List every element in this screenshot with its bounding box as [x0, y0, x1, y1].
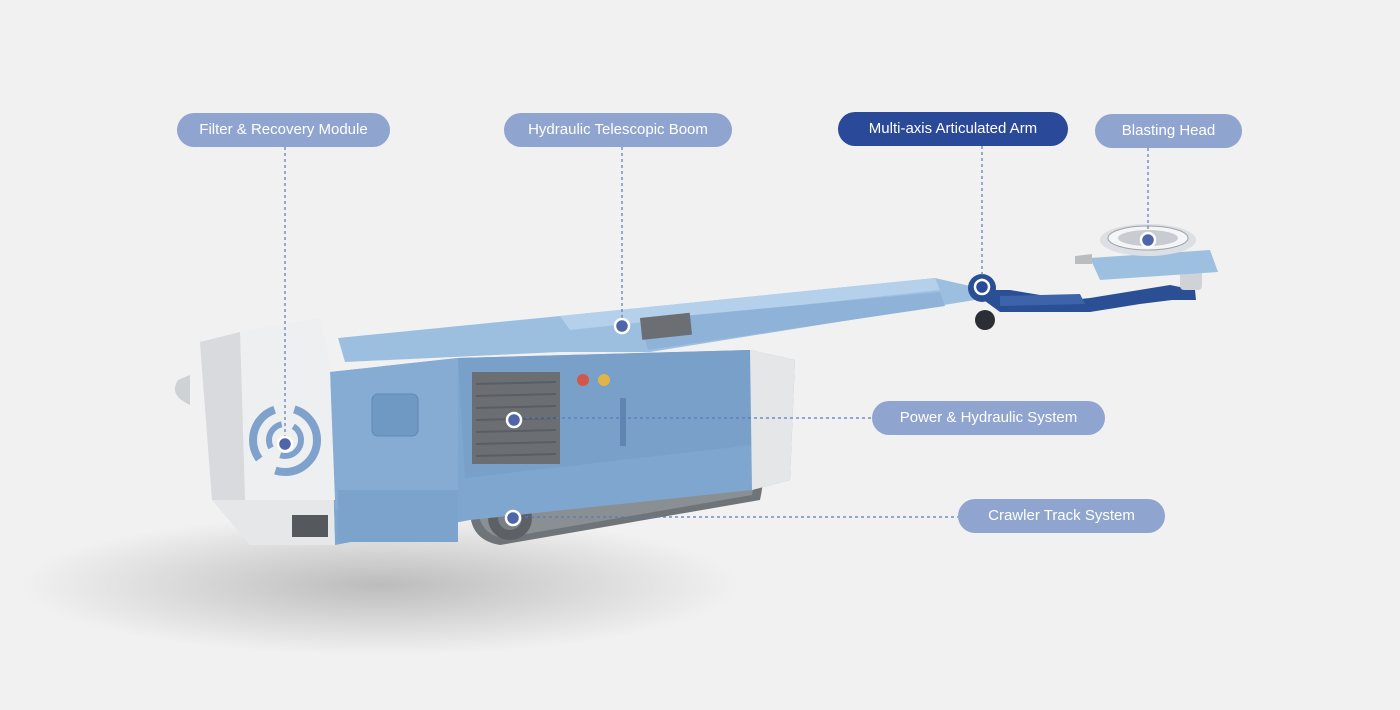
- callout-crawler-track-system[interactable]: Crawler Track System: [958, 499, 1165, 533]
- logo-mark: [249, 404, 321, 476]
- hotspots: [276, 231, 1157, 527]
- ground-shadow: [20, 515, 740, 655]
- hotspot-filter[interactable]: [276, 435, 294, 453]
- articulated-arm: [968, 268, 1202, 330]
- hotspot-power[interactable]: [505, 411, 523, 429]
- chassis: [330, 350, 795, 545]
- hotspot-arm[interactable]: [973, 278, 991, 296]
- hotspot-head[interactable]: [1139, 231, 1157, 249]
- filter-module: [174, 318, 335, 545]
- telescopic-boom: [338, 278, 975, 362]
- hotspot-crawler[interactable]: [504, 509, 522, 527]
- callout-filter-recovery-module[interactable]: Filter & Recovery Module: [177, 113, 390, 147]
- callout-power-hydraulic-system[interactable]: Power & Hydraulic System: [872, 401, 1105, 435]
- callout-hydraulic-telescopic-boom[interactable]: Hydraulic Telescopic Boom: [504, 113, 732, 147]
- leader-lines: [284, 146, 1149, 518]
- callout-blasting-head[interactable]: Blasting Head: [1095, 114, 1242, 148]
- hotspot-boom[interactable]: [613, 317, 631, 335]
- callout-multi-axis-articulated-arm[interactable]: Multi-axis Articulated Arm: [838, 112, 1068, 146]
